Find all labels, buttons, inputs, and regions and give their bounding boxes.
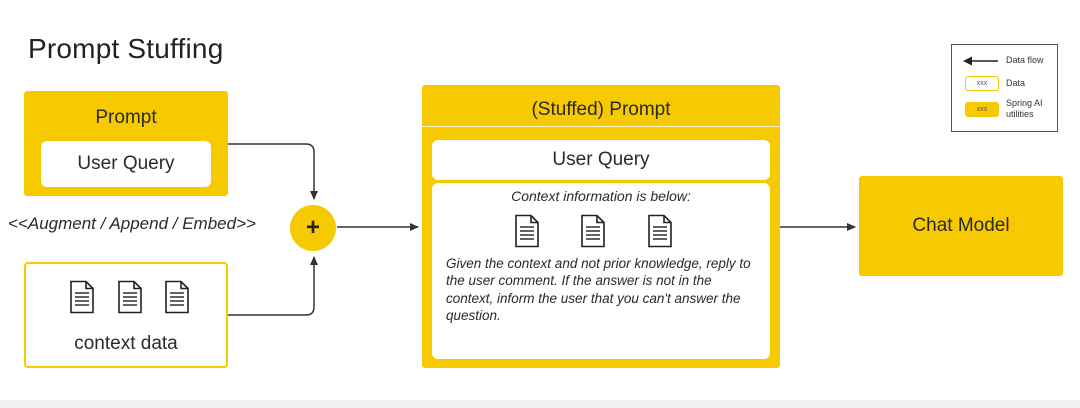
context-information-box: Context information is below: Given the [432, 183, 770, 359]
prompt-box: Prompt User Query [24, 91, 228, 196]
context-data-box: context data [24, 262, 228, 368]
chat-model-box: Chat Model [859, 176, 1063, 276]
legend-data-swatch-text: xxx [976, 80, 988, 87]
context-to-plus-arrow [228, 256, 318, 316]
document-icon [648, 214, 672, 248]
document-icon [515, 214, 539, 248]
context-instructions-text: Given the context and not prior knowledg… [446, 256, 751, 323]
stuffed-prompt-box: (Stuffed) Prompt User Query Context info… [422, 85, 780, 368]
legend-data-flow-label: Data flow [1006, 55, 1044, 65]
stuffed-prompt-heading: (Stuffed) Prompt [531, 99, 671, 120]
page-title: Prompt Stuffing [28, 33, 224, 64]
data-flow-arrow-icon [963, 56, 998, 66]
prompt-heading: Prompt [95, 107, 157, 128]
plus-symbol: + [305, 214, 320, 241]
stuffed-user-query-label: User Query [552, 149, 650, 170]
document-icon [165, 280, 189, 314]
legend-data-swatch: xxx [965, 76, 999, 91]
document-icon [118, 280, 142, 314]
legend-utilities-label: Spring AI utilities [1006, 98, 1043, 120]
legend: Data flow xxx Data xxx Spring AI utiliti… [951, 44, 1058, 132]
chat-model-label: Chat Model [912, 215, 1010, 236]
plus-combiner-icon: + [290, 205, 336, 251]
document-icon [70, 280, 94, 314]
augment-label: <<Augment / Append / Embed>> [8, 214, 256, 233]
prompt-to-plus-arrow [228, 143, 318, 200]
legend-data-label: Data [1006, 78, 1026, 88]
user-query-label: User Query [77, 153, 175, 174]
context-intro-text: Context information is below: [511, 188, 691, 204]
user-query-box: User Query [41, 141, 211, 187]
bottom-divider [0, 400, 1080, 408]
context-data-label: context data [74, 333, 178, 354]
document-icon [581, 214, 605, 248]
legend-utilities-swatch: xxx [965, 102, 999, 117]
legend-utilities-swatch-text: xxx [976, 106, 988, 113]
stuffed-user-query-box: User Query [432, 140, 770, 180]
